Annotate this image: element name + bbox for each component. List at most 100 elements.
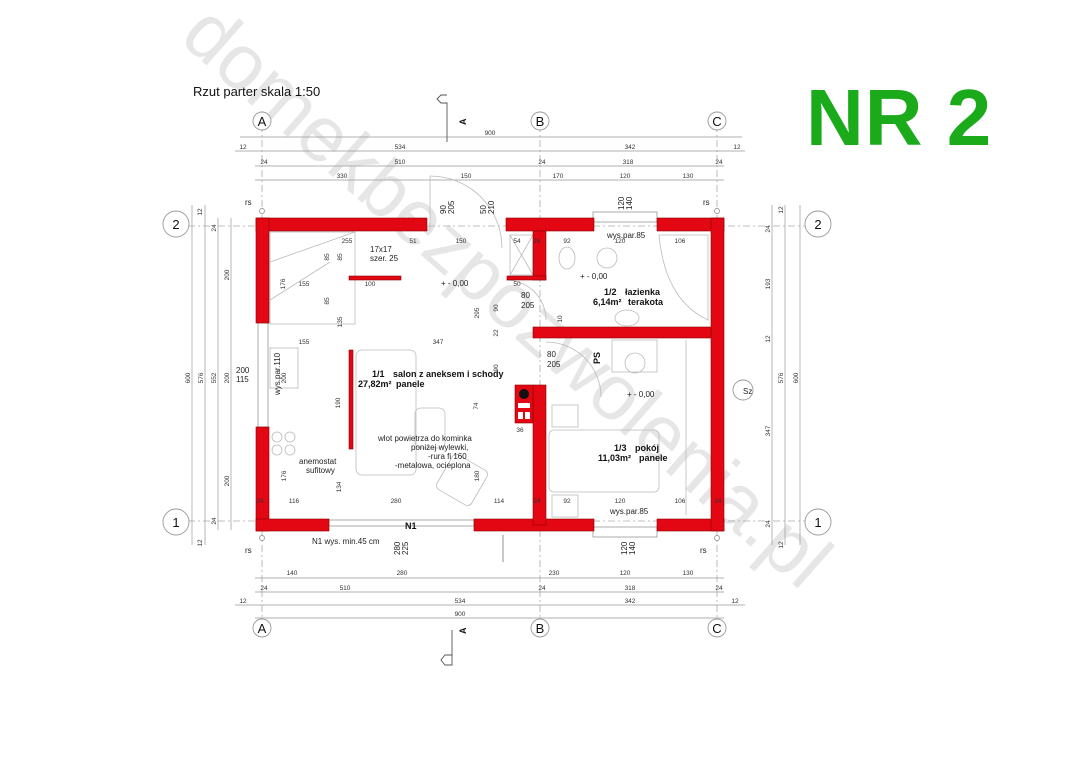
drawing-title: Rzut parter skala 1:50 [193,84,321,99]
dim-text: 85 [324,297,331,305]
dim-text: 318 [623,159,634,166]
dim-text: 24 [533,498,541,505]
dim-text: 130 [683,570,694,577]
chimney [514,384,534,424]
sill-height-note: wys.par.85 [609,507,649,516]
dim-text: 342 [625,144,636,151]
rs-label: rs [700,546,707,555]
dim-text: 600 [185,372,192,383]
sz-label: Sz [743,387,752,396]
stair-note: szer. 25 [370,254,399,263]
dim-text: 900 [455,611,466,618]
sill-height-note: wys.par.110 [273,352,282,396]
dim-text: 12 [778,541,785,549]
section-label-bottom: A [458,627,468,634]
dim-text: 24 [714,498,722,505]
dim-text: 130 [683,173,694,180]
level-mark: + - 0,00 [441,279,469,288]
dim-text: 24 [538,585,546,592]
dim-text: 155 [299,339,310,346]
window-n1-note: N1 wys. min.45 cm [312,537,380,546]
axis-label-a: A [258,621,267,636]
axis-label-c: C [712,621,721,636]
dim-text: 24 [715,159,723,166]
dim-text: 106 [675,238,686,245]
dim-text: 190 [335,397,342,408]
dim-text: 330 [337,173,348,180]
axis-markers [162,111,832,638]
door-width: 80 [547,350,556,359]
dim-text: 295 [474,307,481,318]
dim-text: 135 [337,316,344,327]
room-number: 1/1 [372,369,385,379]
fireplace-note: wlot powietrza do kominka [377,434,472,443]
dim-text: 600 [793,372,800,383]
dim-text: 92 [563,238,571,245]
room-finish: panele [639,453,668,463]
dim-text: 116 [289,498,300,505]
dim-text: 180 [474,470,481,481]
room-area: 6,14m² [593,297,622,307]
axis-label-2: 2 [172,217,179,232]
rs-label: rs [703,198,710,207]
axis-label-b: B [536,621,545,636]
dim-text: 255 [342,238,353,245]
level-mark: + - 0,00 [580,272,608,281]
door-height: 205 [521,301,535,310]
dim-text: 24 [533,238,541,245]
dim-text: 24 [260,585,268,592]
window-height: 140 [625,196,634,210]
dim-text: 114 [494,498,505,505]
dim-text: 22 [493,329,500,337]
dim-text: 24 [260,159,268,166]
door-height: 205 [547,360,561,369]
axis-label-2: 2 [814,217,821,232]
dim-text: 12 [778,206,785,214]
room-name: pokój [635,443,659,453]
axis-label-1: 1 [172,515,179,530]
window-width: 280 [393,541,402,555]
level-mark: + - 0,00 [627,390,655,399]
dim-text: 200 [224,372,231,383]
room-area: 27,82m² [358,379,392,389]
dim-text: 120 [615,498,626,505]
dim-text: 347 [433,339,444,346]
dim-text: 24 [256,498,264,505]
dim-text: 140 [287,570,298,577]
section-label-top: A [458,118,468,125]
dim-text: 510 [340,585,351,592]
dim-text: 74 [473,402,480,410]
window-width: 120 [617,196,626,210]
dim-text: 85 [324,253,331,261]
dim-text: 120 [615,238,626,245]
dim-text: 510 [395,159,406,166]
door-height: 210 [487,200,496,214]
dim-text: 342 [625,598,636,605]
dim-text: 50 [513,281,521,288]
dim-text: 552 [211,372,218,383]
dim-text: 170 [553,173,564,180]
walls [255,217,725,532]
section-marker-bottom [440,535,504,666]
dim-text: 85 [337,253,344,261]
dim-text: 12 [197,208,204,216]
dim-text: 120 [620,570,631,577]
dim-text: 280 [391,498,402,505]
anemostat-note: sufitowy [306,466,335,475]
window-width: 120 [620,541,629,555]
fireplace-note: -rura fi 160 [428,452,467,461]
dim-text: 200 [224,475,231,486]
dim-text: 92 [563,498,571,505]
section-marker-top [436,94,448,142]
stair-note: 17x17 [370,245,392,254]
axis-label-1: 1 [814,515,821,530]
dim-text: 200 [281,372,288,383]
anemostat-note: anemostat [299,457,337,466]
dim-text: 155 [299,281,310,288]
dim-text: 24 [765,225,772,233]
dim-text: 12 [731,598,739,605]
dim-text: 280 [397,570,408,577]
plan-number-badge: NR 2 [806,73,993,162]
